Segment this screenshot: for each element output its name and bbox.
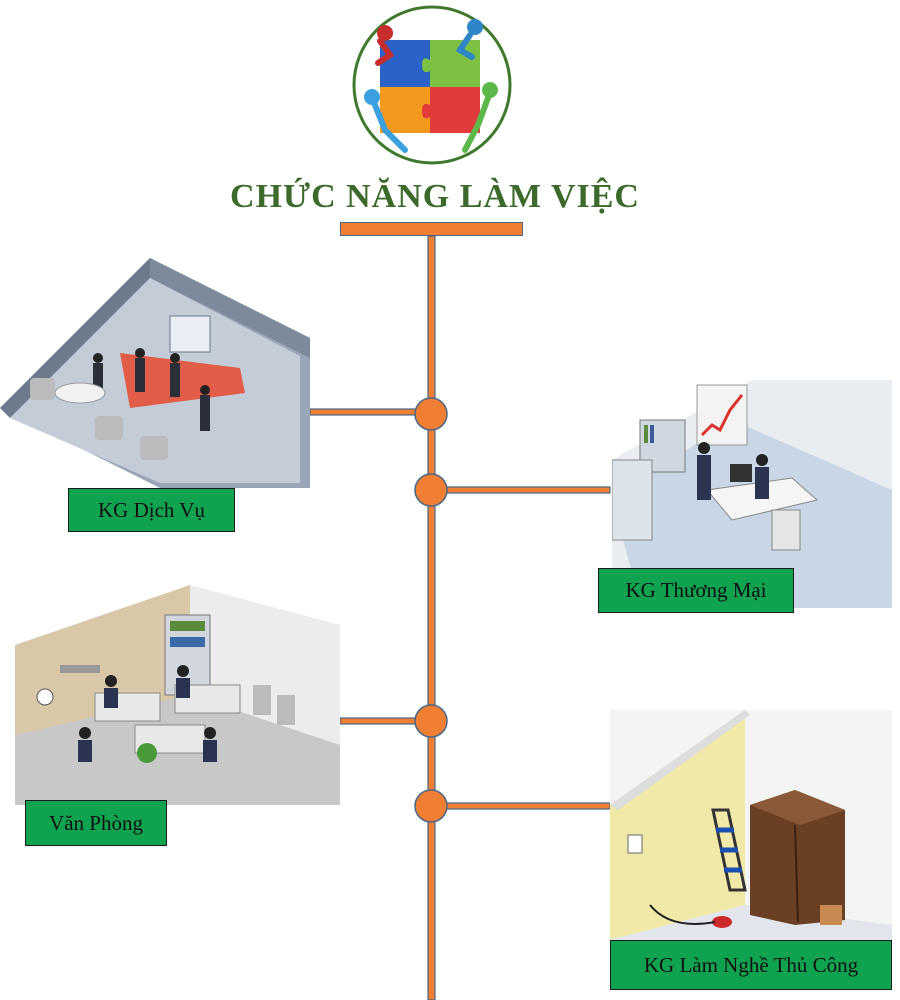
page-title: CHỨC NĂNG LÀM VIỆC xyxy=(230,178,640,215)
teamwork-puzzle-icon xyxy=(350,5,515,165)
label-commercial-space: KG Thương Mại xyxy=(598,568,794,613)
label-service-space: KG Dịch Vụ xyxy=(68,488,235,532)
label-office-space: Văn Phòng xyxy=(25,800,167,846)
branch-right-2 xyxy=(434,802,611,810)
service-office-illustration xyxy=(0,258,310,488)
office-workspace-illustration xyxy=(15,585,340,805)
handicraft-room-illustration xyxy=(610,710,892,940)
node-3 xyxy=(414,704,448,738)
node-1 xyxy=(414,397,448,431)
branch-left-1 xyxy=(309,408,429,416)
label-handicraft-space: KG Làm Nghề Thủ Công xyxy=(610,940,892,990)
vertical-connector xyxy=(427,235,436,1000)
commercial-office-illustration xyxy=(611,380,892,608)
node-2 xyxy=(414,473,448,507)
branch-right-1 xyxy=(434,486,611,494)
node-4 xyxy=(414,789,448,823)
